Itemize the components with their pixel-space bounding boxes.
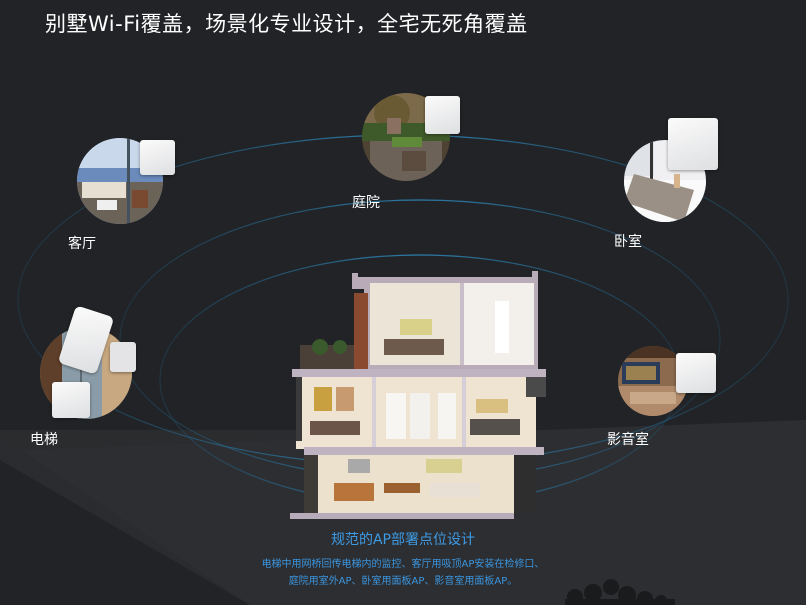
scene-label-courtyard: 庭院 (352, 195, 380, 211)
page-title: 别墅Wi-Fi覆盖，场景化专业设计，全宅无死角覆盖 (45, 12, 528, 36)
caption-title: 规范的AP部署点位设计 (330, 532, 476, 548)
living-room-photo (77, 138, 163, 224)
villa-cutaway-image (290, 271, 546, 519)
scene-label-elevator: 电梯 (30, 432, 58, 448)
outdoor-ap-icon (425, 96, 460, 134)
panel-ap-icon (668, 118, 718, 170)
living-room-image (77, 138, 163, 224)
tree-silhouette-decoration (565, 579, 675, 605)
caption-body: 电梯中用网桥回传电梯内的监控、客厅用吸顶AP安装在检修口、 庭院用室外AP、卧室… (0, 556, 806, 590)
scene-label-home-theater: 影音室 (607, 432, 649, 448)
bridge-mount-icon (110, 342, 136, 372)
scene-label-bedroom: 卧室 (614, 234, 642, 250)
villa-cross-section-illustration (290, 269, 546, 519)
ceiling-ap-icon (140, 140, 175, 175)
panel-ap-theater-icon (676, 353, 716, 393)
caption-line-1: 电梯中用网桥回传电梯内的监控、客厅用吸顶AP安装在检修口、 (261, 559, 545, 570)
ceiling-ap-small-icon (52, 382, 90, 418)
scene-label-living-room: 客厅 (68, 236, 96, 252)
caption-line-2: 庭院用室外AP、卧室用面板AP、影音室用面板AP。 (288, 576, 518, 587)
